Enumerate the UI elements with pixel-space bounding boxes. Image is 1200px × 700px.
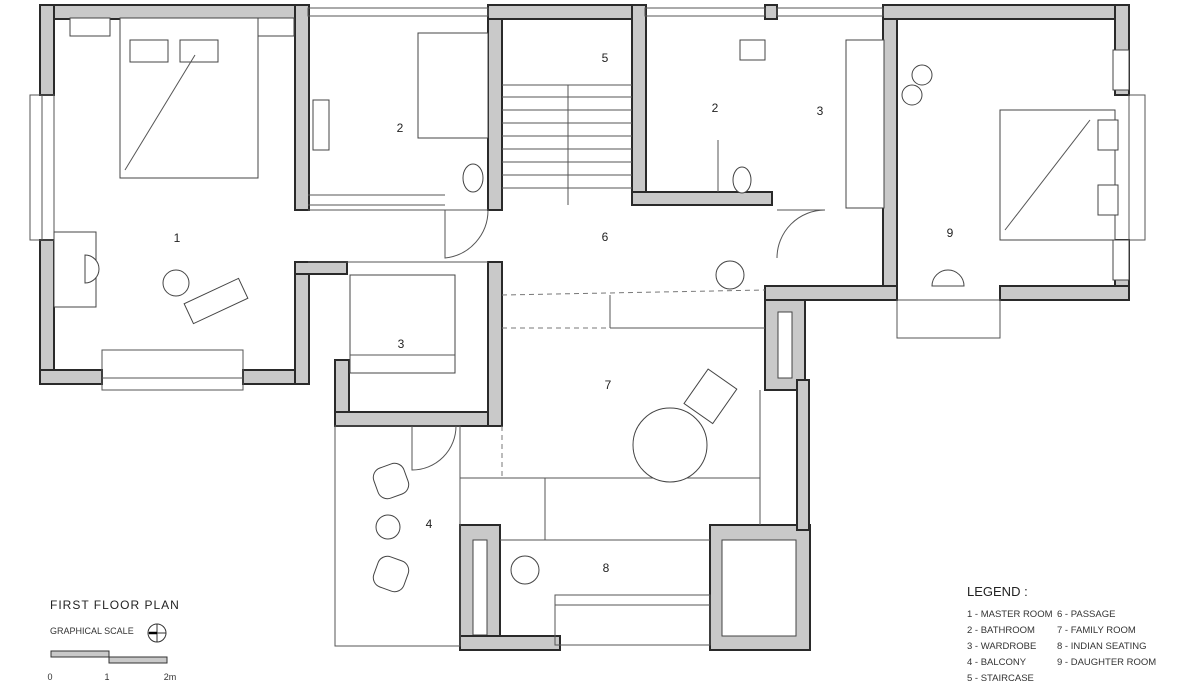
balcony-chair — [372, 555, 410, 593]
room-label: 4 — [426, 517, 433, 531]
plan-title: FIRST FLOOR PLAN — [50, 598, 180, 612]
room-label: 5 — [602, 51, 609, 65]
scale-label: GRAPHICAL SCALE — [50, 626, 134, 636]
balcony-table — [375, 514, 401, 540]
room-label: 9 — [947, 226, 954, 240]
shower — [417, 32, 489, 139]
lounge-chair — [183, 277, 249, 325]
pillow — [179, 39, 219, 63]
armchair — [683, 368, 738, 425]
wardrobe — [349, 274, 456, 374]
legend-item: 6 - PASSAGE — [1057, 609, 1115, 620]
title-block: FIRST FLOOR PLAN GRAPHICAL SCALE 0 1 2m — [47, 598, 180, 682]
legend: LEGEND : 1 - MASTER ROOM 2 - BATHROOM 3 … — [967, 584, 1156, 684]
room-label: 8 — [603, 561, 610, 575]
scale-bar — [50, 650, 168, 664]
wc — [462, 163, 484, 193]
room-label: 6 — [602, 230, 609, 244]
legend-item: 5 - STAIRCASE — [967, 673, 1034, 684]
stool — [162, 269, 190, 297]
room-label: 1 — [174, 231, 181, 245]
legend-item: 7 - FAMILY ROOM — [1057, 625, 1136, 636]
wardrobe-right — [845, 39, 885, 209]
room-label: 2 — [397, 121, 404, 135]
room-label: 7 — [605, 378, 612, 392]
plant — [715, 260, 745, 290]
legend-item: 2 - BATHROOM — [967, 625, 1035, 636]
windows-and-lines — [29, 7, 1146, 647]
room-label: 3 — [398, 337, 405, 351]
legend-item: 3 - WARDROBE — [967, 641, 1036, 652]
round-table — [632, 407, 708, 483]
plant — [510, 555, 540, 585]
scale-tick: 2m — [164, 672, 177, 682]
plant — [911, 64, 933, 86]
wc — [732, 166, 752, 194]
legend-item: 9 - DAUGHTER ROOM — [1057, 657, 1156, 668]
north-icon — [147, 623, 167, 643]
legend-title: LEGEND : — [967, 584, 1028, 599]
room-label: 2 — [712, 101, 719, 115]
plant — [901, 84, 923, 106]
scale-tick: 0 — [47, 672, 52, 682]
daughter-bed — [999, 109, 1116, 241]
balcony-chair — [372, 462, 410, 500]
doors — [411, 209, 826, 471]
room-labels: 1 2 5 2 3 9 6 3 7 4 8 — [174, 51, 954, 575]
staircase — [502, 84, 632, 205]
pillow — [129, 39, 169, 63]
legend-item: 4 - BALCONY — [967, 657, 1027, 668]
scale-tick: 1 — [104, 672, 109, 682]
room-label: 3 — [817, 104, 824, 118]
furniture — [53, 17, 1130, 593]
legend-item: 1 - MASTER ROOM — [967, 609, 1053, 620]
legend-item: 8 - INDIAN SEATING — [1057, 641, 1147, 652]
